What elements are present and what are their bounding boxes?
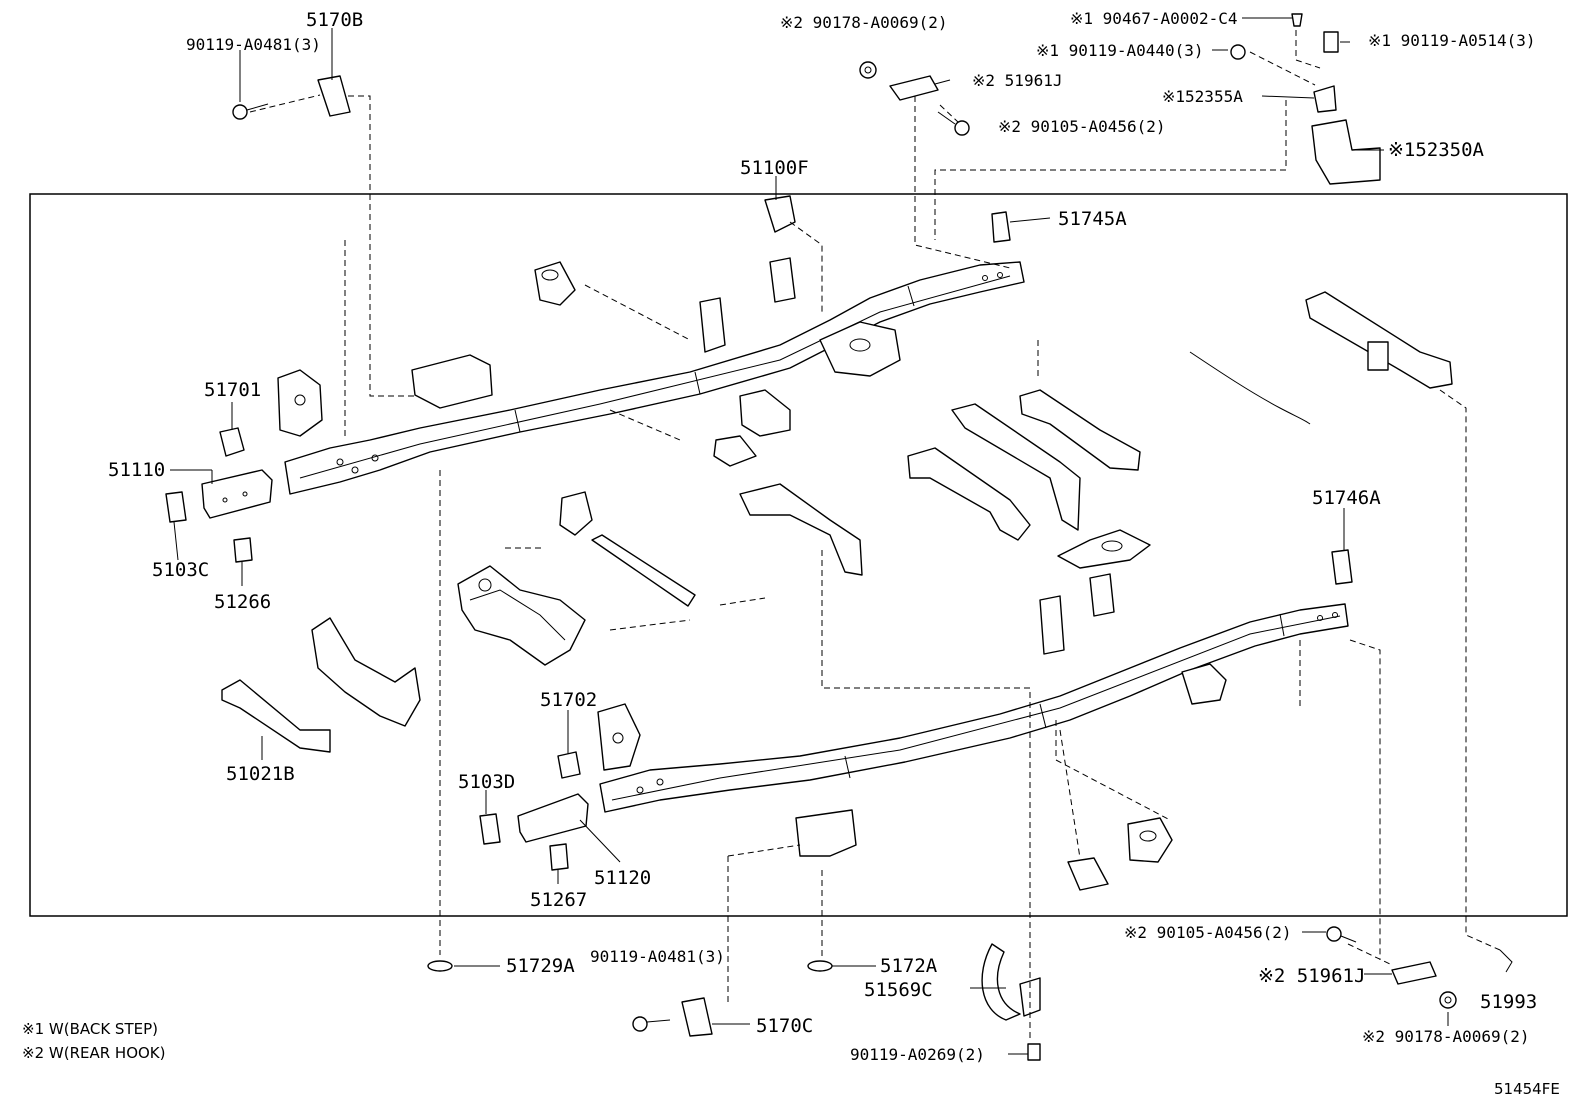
lower-side-rail[interactable] xyxy=(599,603,1349,813)
callout-90119-A0440: ※1 90119-A0440(3) xyxy=(1036,41,1204,60)
upper-rail-stay[interactable] xyxy=(764,195,796,233)
note-rear-hook: ※2 W(REAR HOOK) xyxy=(22,1044,166,1062)
note-back-step: ※1 W(BACK STEP) xyxy=(22,1020,158,1038)
assembly-guide-lines xyxy=(249,30,1501,1040)
rear-stay-lower[interactable] xyxy=(1039,573,1115,655)
callout-5103D: 5103D xyxy=(458,771,515,793)
harness-clamp-wire xyxy=(1189,351,1311,425)
center-crossmember-1[interactable] xyxy=(951,403,1081,531)
radiator-support-member[interactable] xyxy=(221,679,331,753)
front-engine-mount-bracket[interactable] xyxy=(559,491,593,536)
front-crossmember[interactable] xyxy=(457,565,586,666)
bolt-90119-A0481-top[interactable] xyxy=(232,103,269,120)
rear-hitch-member[interactable] xyxy=(1305,291,1453,389)
bracket-51266[interactable] xyxy=(233,537,253,563)
bolt-90119-A0514[interactable] xyxy=(1323,31,1339,53)
callout-90119-A0481-top: 90119-A0481(3) xyxy=(186,35,321,54)
upper-rail-bracket-51701[interactable] xyxy=(277,369,323,437)
callout-5172A: 5172A xyxy=(880,955,938,977)
callout-5103C: 5103C xyxy=(152,559,209,581)
callout-90467: ※1 90467-A0002-C4 xyxy=(1070,9,1238,28)
bracket-5103D[interactable] xyxy=(479,813,501,845)
transmission-crossmember[interactable] xyxy=(739,483,863,576)
leader-lines xyxy=(170,17,1449,1055)
bolt-90105-A0456-bottom[interactable] xyxy=(1326,926,1357,943)
bracket-51745A[interactable] xyxy=(991,211,1011,243)
callout-51961J-top: ※2 51961J xyxy=(972,71,1062,90)
body-mount-bracket-51120[interactable] xyxy=(517,793,589,843)
callout-90178-A0069-bottom: ※2 90178-A0069(2) xyxy=(1362,1027,1530,1046)
spare-tire-support[interactable] xyxy=(1057,529,1151,569)
lower-mount-bracket[interactable] xyxy=(713,435,757,467)
front-suspension-crossmember[interactable] xyxy=(311,617,421,727)
bracket-51746A[interactable] xyxy=(1331,549,1353,585)
center-mount-bracket[interactable] xyxy=(739,389,791,437)
bracket-52355A[interactable] xyxy=(1313,85,1337,113)
back-step-52350A[interactable] xyxy=(1311,119,1381,185)
hook-51993[interactable] xyxy=(1499,949,1513,973)
callout-51110: 51110 xyxy=(108,459,165,481)
callout-51266: 51266 xyxy=(214,591,271,613)
nut-90178-A0069-top[interactable] xyxy=(859,61,877,79)
callout-51021B: 51021B xyxy=(226,763,295,785)
callout-51745A: 51745A xyxy=(1058,208,1127,230)
bracket-5103C[interactable] xyxy=(165,491,187,523)
callout-51993: 51993 xyxy=(1480,991,1537,1013)
rear-crossmember[interactable] xyxy=(907,447,1031,541)
upper-side-rail[interactable] xyxy=(284,261,1025,495)
upper-rail-top-bracket[interactable] xyxy=(411,354,493,409)
callout-labels: 5170B 90119-A0481(3) ※2 90178-A0069(2) ※… xyxy=(108,9,1537,1064)
upper-gusset[interactable] xyxy=(699,297,726,353)
bolt-90119-A0440[interactable] xyxy=(1230,44,1246,60)
callout-90105-A0456-bottom: ※2 90105-A0456(2) xyxy=(1124,923,1292,942)
bolt-90105-A0456-top[interactable] xyxy=(937,111,970,136)
bolt-90119-A0269[interactable] xyxy=(1027,1043,1041,1061)
callout-52355A: ※152355A xyxy=(1162,87,1243,106)
callout-51961J-bottom: ※2 51961J xyxy=(1258,965,1365,987)
bracket-51961J-bottom[interactable] xyxy=(1391,961,1437,985)
stay-bracket-2[interactable] xyxy=(769,257,796,303)
crossmember-bar-2[interactable] xyxy=(591,534,696,607)
callout-90119-A0514: ※1 90119-A0514(3) xyxy=(1368,31,1536,50)
rear-spring-hanger-lower[interactable] xyxy=(1127,817,1173,863)
clip-90467[interactable] xyxy=(1291,13,1303,27)
bracket-51961J-top[interactable] xyxy=(889,75,939,101)
upper-rail-bracket-small[interactable] xyxy=(219,427,245,457)
callout-52350A: ※152350A xyxy=(1388,139,1485,161)
engine-mount-bracket-upper[interactable] xyxy=(534,261,576,306)
callout-5170C: 5170C xyxy=(756,1015,813,1037)
bracket-5170B[interactable] xyxy=(317,75,351,117)
suspension-bracket-upper[interactable] xyxy=(819,321,901,377)
callout-90119-A0269: 90119-A0269(2) xyxy=(850,1045,985,1064)
body-mount-bracket-51110[interactable] xyxy=(201,469,273,519)
lower-rail-bracket-51702[interactable] xyxy=(597,703,641,771)
callout-90178-A0069-top: ※2 90178-A0069(2) xyxy=(780,13,948,32)
plug-5172A[interactable] xyxy=(807,960,833,972)
lower-step-bracket[interactable] xyxy=(795,809,857,857)
frame-assembly-box xyxy=(29,193,1568,917)
lower-rear-bracket[interactable] xyxy=(1181,663,1227,705)
rear-bracket-lower[interactable] xyxy=(1067,857,1109,891)
callout-51746A: 51746A xyxy=(1312,487,1381,509)
callout-51729A: 51729A xyxy=(506,955,575,977)
callout-51702: 51702 xyxy=(540,689,597,711)
center-crossmember-2[interactable] xyxy=(1019,389,1141,471)
callout-51569C: 51569C xyxy=(864,979,933,1001)
bracket-51702-small[interactable] xyxy=(557,751,581,779)
callout-51120: 51120 xyxy=(594,867,651,889)
callout-51100F: 51100F xyxy=(740,157,809,179)
callout-5170B: 5170B xyxy=(306,9,363,31)
bolt-90119-A0481-bottom[interactable] xyxy=(632,1016,671,1032)
callout-51701: 51701 xyxy=(204,379,261,401)
callout-90119-A0481-bottom: 90119-A0481(3) xyxy=(590,947,725,966)
plug-51729A[interactable] xyxy=(427,960,453,972)
diagram-id: 51454FE xyxy=(1494,1080,1560,1098)
nut-90178-A0069-bottom[interactable] xyxy=(1439,991,1457,1009)
bracket-51267[interactable] xyxy=(549,843,569,871)
callout-51267: 51267 xyxy=(530,889,587,911)
bracket-5170C[interactable] xyxy=(681,997,713,1037)
strap-51569C[interactable] xyxy=(981,943,1041,1021)
callout-90105-A0456-top: ※2 90105-A0456(2) xyxy=(998,117,1166,136)
